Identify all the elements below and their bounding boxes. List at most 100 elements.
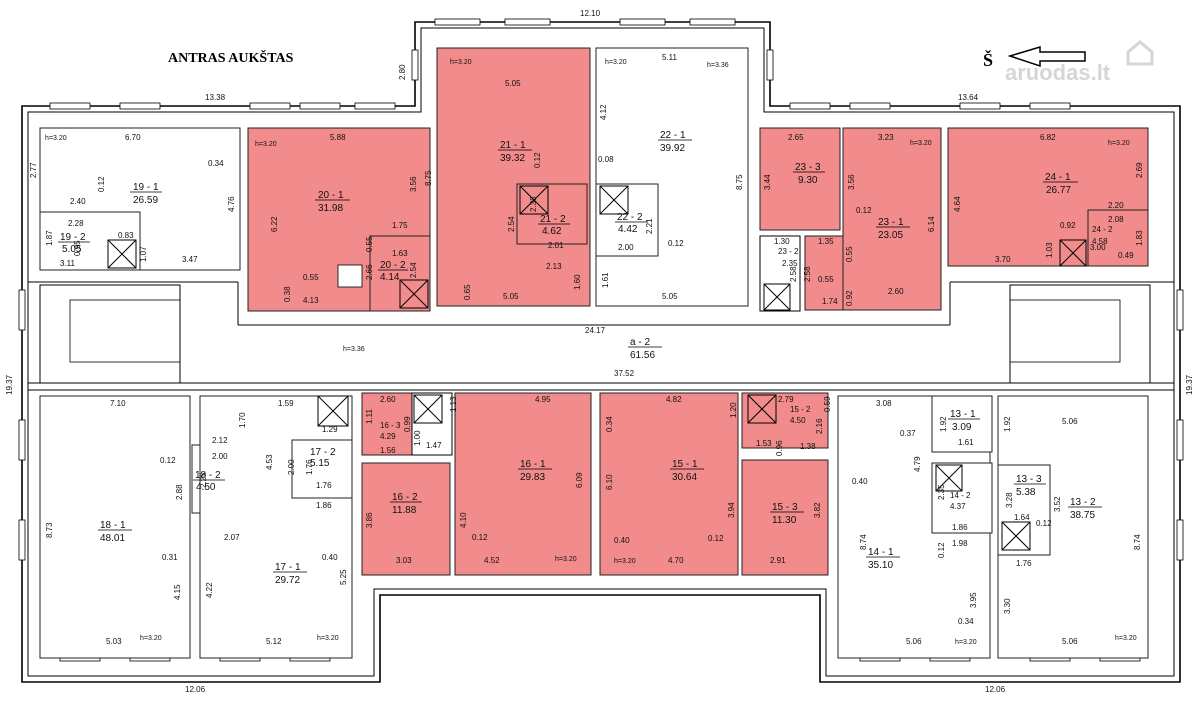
dim-label: 3.30 xyxy=(1003,598,1012,614)
dim-label: 6.22 xyxy=(270,216,279,232)
dim-label: 3.56 xyxy=(847,174,856,190)
dim-label: 4.79 xyxy=(913,456,922,472)
dim-label: 4.82 xyxy=(666,395,682,404)
dim-label: 3.95 xyxy=(969,592,978,608)
dim-280: 2.80 xyxy=(398,64,407,80)
dim-label: 0.12 xyxy=(668,239,684,248)
dim-label: 1.64 xyxy=(1014,513,1030,522)
dim-label: 8.75 xyxy=(424,170,433,186)
room-area-16-3: 4.29 xyxy=(380,432,396,441)
dim-label: 1.76 xyxy=(316,481,332,490)
dim-label: 3.00 xyxy=(1090,243,1106,252)
room-area-a-2: 61.56 xyxy=(630,350,655,361)
room-area-19-2: 5.05 xyxy=(62,244,82,255)
dim-label: 2.12 xyxy=(212,436,228,445)
height-21: h=3.20 xyxy=(450,59,472,66)
dim-label: 1.20 xyxy=(729,402,738,418)
watermark-house-icon xyxy=(1126,40,1154,66)
dim-label: 0.34 xyxy=(605,416,614,432)
room-area-13-1: 3.09 xyxy=(952,422,972,433)
room-area-13-2: 38.75 xyxy=(1070,510,1095,521)
room-21-1 xyxy=(436,47,591,307)
dim-label: 2.00 xyxy=(212,452,228,461)
dim-label: 2.60 xyxy=(380,395,396,404)
room-area-23-3: 9.30 xyxy=(798,175,818,186)
dim-label: 6.10 xyxy=(605,474,614,490)
dim-top-left: 13.38 xyxy=(205,93,226,102)
room-15-1 xyxy=(599,392,739,576)
dim-label: 0.55 xyxy=(365,236,374,252)
dim-label: 4.52 xyxy=(484,556,500,565)
dim-label: 3.23 xyxy=(878,133,894,142)
dim-label: 1.74 xyxy=(822,297,838,306)
dim-label: 8.74 xyxy=(1133,534,1142,550)
dim-label: 0.31 xyxy=(162,553,178,562)
dim-label: 0.34 xyxy=(208,159,224,168)
dim-label: 2.77 xyxy=(29,162,38,178)
dim-label: 1.30 xyxy=(774,237,790,246)
dim-label: 3.86 xyxy=(365,512,374,528)
room-area-16-2: 11.88 xyxy=(392,505,417,516)
dim-label: 1.86 xyxy=(316,501,332,510)
height-19: h=3.20 xyxy=(45,135,67,142)
room-id-22-2: 22 - 2 xyxy=(617,212,643,223)
dim-label: 1.83 xyxy=(1135,230,1144,246)
dim-label: 1.98 xyxy=(952,539,968,548)
height-24: h=3.20 xyxy=(1108,140,1130,147)
room-area-22-2: 4.42 xyxy=(618,224,638,235)
room-id-14-1: 14 - 1 xyxy=(868,547,894,558)
dim-label: 1.13 xyxy=(449,396,458,412)
dim-label: 0.40 xyxy=(614,536,630,545)
height-16: h=3.20 xyxy=(555,556,577,563)
height-23: h=3.20 xyxy=(910,140,932,147)
room-16-2 xyxy=(361,462,451,576)
dim-label: 0.12 xyxy=(472,533,488,542)
staircase-left xyxy=(39,284,181,384)
dim-label: 1.11 xyxy=(365,408,374,424)
dim-label: 4.22 xyxy=(205,582,214,598)
dim-label: 0.08 xyxy=(598,155,614,164)
room-id-15-1: 15 - 1 xyxy=(672,459,698,470)
room-19-2 xyxy=(39,211,141,271)
dim-label: 4.10 xyxy=(459,512,468,528)
height-corridor: h=3.36 xyxy=(343,346,365,353)
dim-label: 3.82 xyxy=(813,502,822,518)
dim-label: 1.60 xyxy=(573,274,582,290)
room-id-19-2: 19 - 2 xyxy=(60,232,86,243)
dim-label: 4.13 xyxy=(303,296,319,305)
dim-label: 1.47 xyxy=(426,441,442,450)
room-area-22-1: 39.92 xyxy=(660,143,685,154)
room-22-1 xyxy=(595,47,749,307)
dim-label: 3.47 xyxy=(182,255,198,264)
dim-label: 1.76 xyxy=(305,459,314,475)
room-id-20-1: 20 - 1 xyxy=(318,190,344,201)
dim-label: 2.07 xyxy=(224,533,240,542)
room-area-15-3: 11.30 xyxy=(772,515,797,526)
dim-label: 3.11 xyxy=(60,259,76,268)
dim-label: 2.25 xyxy=(199,472,208,488)
dim-label: 6.82 xyxy=(1040,133,1056,142)
dim-label: 0.38 xyxy=(283,286,292,302)
height-labels: h=3.20 h=3.20 h=3.20 h=3.20 h=3.36 h=3.2… xyxy=(45,59,1137,646)
dim-label: 1.70 xyxy=(238,412,247,428)
room-area-20-1: 31.98 xyxy=(318,203,343,214)
dim-label: 3.94 xyxy=(727,502,736,518)
dim-label: 2.28 xyxy=(68,219,84,228)
height-22b: h=3.36 xyxy=(707,62,729,69)
plan-title: ANTRAS AUKŠTAS xyxy=(168,49,294,66)
dim-label: 0.55 xyxy=(818,275,834,284)
dim-label: 5.06 xyxy=(1062,417,1078,426)
dim-label: 5.12 xyxy=(266,637,282,646)
room-id-23-2: 23 - 2 xyxy=(778,247,799,256)
dim-corridor-mid: 37.52 xyxy=(614,369,635,378)
dim-label: 2.66 xyxy=(365,264,374,280)
dim-label: 1.75 xyxy=(392,221,408,230)
dim-label: 1.92 xyxy=(939,416,948,432)
dim-label: 0.96 xyxy=(775,440,784,456)
dim-top-right: 13.64 xyxy=(958,93,979,102)
dim-label: 4.12 xyxy=(599,104,608,120)
dim-label: 0.92 xyxy=(845,290,854,306)
room-id-23-3: 23 - 3 xyxy=(795,162,821,173)
room-24-2 xyxy=(1087,209,1149,267)
room-id-24-2: 24 - 2 xyxy=(1092,225,1113,234)
